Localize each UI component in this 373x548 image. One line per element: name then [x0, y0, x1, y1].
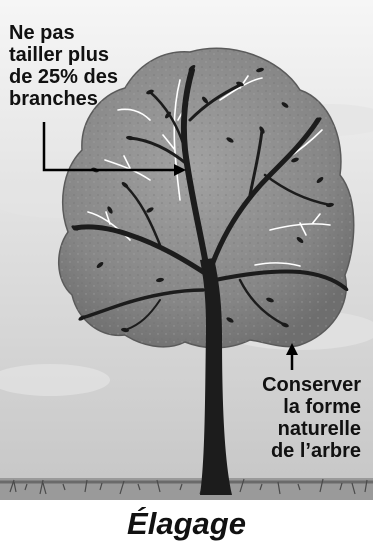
callout-bottom-line-1: Conserver: [262, 374, 361, 396]
callout-bottom-line-4: de l’arbre: [262, 440, 361, 462]
caption-title: Élagage: [0, 506, 373, 542]
callout-top-line-2: tailler plus: [9, 44, 118, 66]
callout-top-line-3: de 25% des: [9, 66, 118, 88]
callout-max-25-percent: Ne pas tailler plus de 25% des branches: [9, 22, 118, 110]
callout-natural-shape: Conserver la forme naturelle de l’arbre: [262, 374, 361, 462]
callout-bottom-line-2: la forme: [262, 396, 361, 418]
callout-top-line-1: Ne pas: [9, 22, 118, 44]
callout-top-line-4: branches: [9, 88, 118, 110]
callout-bottom-line-3: naturelle: [262, 418, 361, 440]
